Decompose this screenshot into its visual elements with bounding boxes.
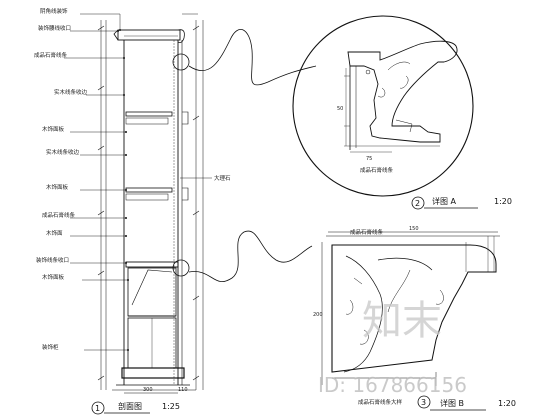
detail-b-bottom-note: 成品石膏线条大样 xyxy=(358,398,403,406)
detail-b-top-note: 成品石膏线条 xyxy=(350,228,384,236)
detail-a-number: 2 xyxy=(415,199,420,208)
bottom-dim-1: 300 xyxy=(143,387,153,393)
detail-b xyxy=(321,231,500,386)
detail-b-title: 3 详图 B 1:20 xyxy=(417,395,516,411)
detail-b-title-text: 详图 B xyxy=(440,398,464,408)
annotation-6: 实木线条收边 xyxy=(46,148,80,156)
detail-a-title: 详图 A xyxy=(432,196,457,206)
detail-b-number-circle xyxy=(417,395,431,409)
detail-a-note: 成品石膏线条 xyxy=(360,166,394,174)
detail-a-dim-h: 50 xyxy=(337,106,343,112)
annotation-2: 装饰腰线收口 xyxy=(38,24,71,32)
material-label: 大理石 xyxy=(214,174,231,182)
section-scale: 1:25 xyxy=(162,402,180,411)
watermark-id: ID: 167866156 xyxy=(318,373,467,397)
detail-a-dim-w: 75 xyxy=(366,156,372,162)
annotation-9: 木饰面 xyxy=(46,229,63,237)
section-number-circle xyxy=(91,401,105,415)
detail-b-scale: 1:20 xyxy=(498,399,516,408)
annotation-7: 木饰面板 xyxy=(46,183,69,191)
section-elevation xyxy=(64,13,212,391)
detail-a: 50 75 成品石膏线条 2 详图 A 1:20 xyxy=(292,15,512,210)
detail-b-dim-left: 200 xyxy=(313,312,323,318)
detail-a-number-circle xyxy=(411,196,425,210)
annotation-4: 实木线条收边 xyxy=(54,88,88,96)
watermark-brand: 知末 xyxy=(362,298,442,344)
annotation-3: 成品石膏线条 xyxy=(34,51,68,59)
annotation-11: 木饰面板 xyxy=(42,273,65,281)
annotation-1: 阴角线装饰 xyxy=(40,7,68,15)
bottom-dim-2: 110 xyxy=(178,387,188,393)
section-title: 剖面图 xyxy=(118,401,142,411)
detail-a-scale: 1:20 xyxy=(494,197,512,206)
section-title-block: 300 110 1 剖面图 1:25 xyxy=(91,387,188,415)
section-annotations: 阴角线装饰 装饰腰线收口 成品石膏线条 实木线条收边 木饰面板 实木线条收边 木… xyxy=(34,7,231,351)
section-number: 1 xyxy=(95,404,100,413)
detail-b-dim-top: 150 xyxy=(409,226,419,232)
callout-leaders xyxy=(188,29,317,283)
detail-b-number: 3 xyxy=(421,398,426,407)
annotation-8: 成品石膏线条 xyxy=(42,211,76,219)
annotation-5: 木饰面板 xyxy=(42,125,65,133)
annotation-12: 装饰柜 xyxy=(42,343,59,351)
annotation-10: 装饰线条收口 xyxy=(36,256,69,264)
